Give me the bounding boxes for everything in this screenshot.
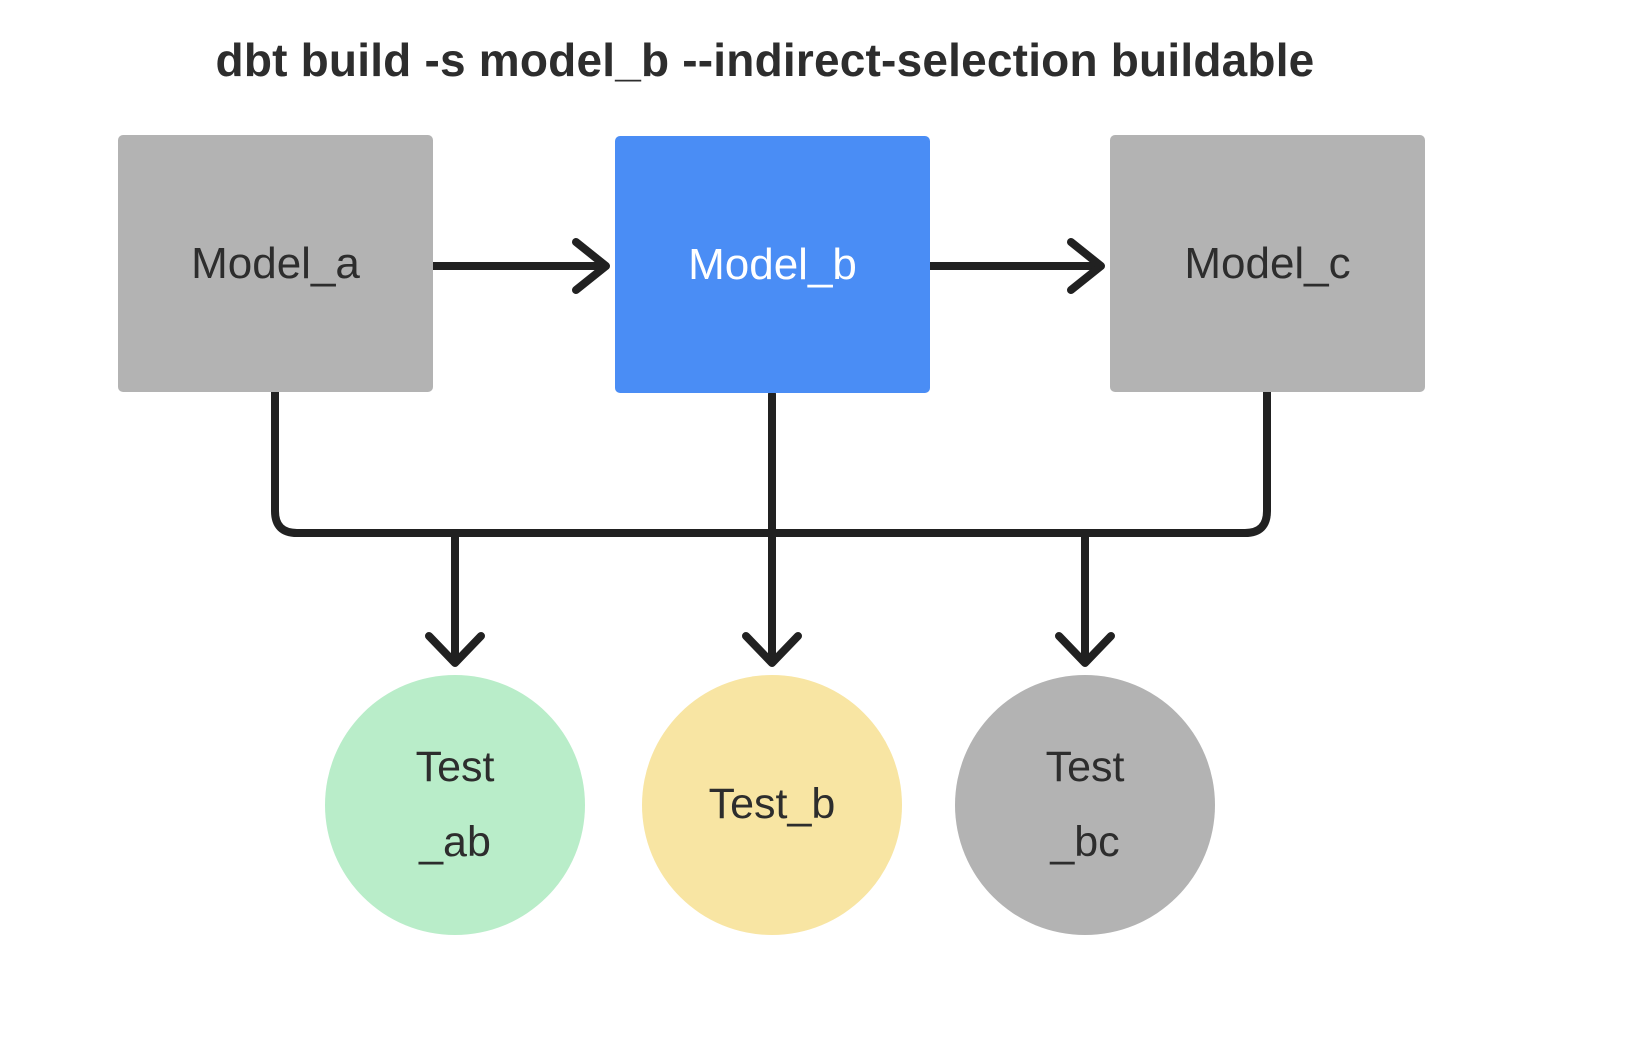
node-test-bc-label-line2: _bc — [1050, 818, 1120, 866]
node-model-b: Model_b — [615, 136, 930, 393]
node-model-c: Model_c — [1110, 135, 1425, 392]
node-test-ab-label-line1: Test — [415, 742, 495, 791]
arrowhead-test-b — [742, 632, 802, 667]
node-test-ab: Test _ab — [325, 675, 585, 935]
node-model-b-label: Model_b — [688, 239, 857, 289]
node-test-b-label: Test_b — [708, 780, 836, 829]
node-test-ab-label-line2: _ab — [419, 818, 491, 866]
diagram-title: dbt build -s model_b --indirect-selectio… — [215, 34, 1315, 86]
arrowhead-test-ab — [425, 632, 485, 667]
node-test-bc-label-line1: Test — [1045, 742, 1125, 791]
node-model-a-label: Model_a — [191, 238, 360, 288]
arrowhead-test-bc — [1055, 632, 1115, 667]
node-model-c-label: Model_c — [1184, 238, 1351, 288]
arrowhead-model-a-to-model-b — [572, 238, 610, 294]
node-model-a: Model_a — [118, 135, 433, 392]
node-test-b: Test_b — [642, 675, 902, 935]
arrowhead-model-b-to-model-c — [1067, 238, 1105, 294]
node-test-bc: Test _bc — [955, 675, 1215, 935]
